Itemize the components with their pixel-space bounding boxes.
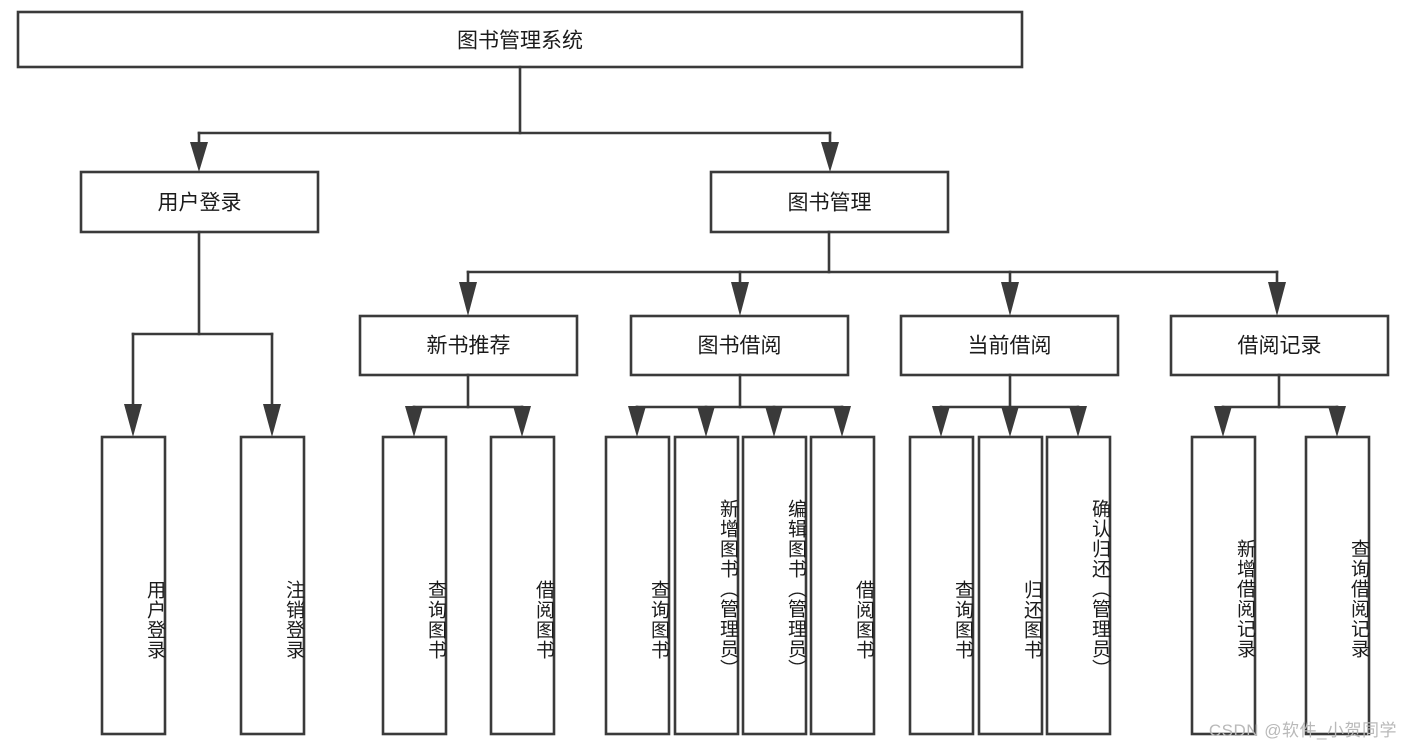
leaf-box-query-record[interactable] [1304, 435, 1371, 736]
connector-user-login-to-leaves [124, 230, 281, 437]
connector-new-book-recommend-to-leaves [405, 373, 531, 437]
leaf-box-borrow-book-2[interactable] [809, 435, 876, 736]
arrow-to-new-book-recommend [459, 282, 477, 316]
node-current-borrow[interactable]: 当前借阅 [899, 314, 1120, 377]
current-borrow-box [899, 314, 1120, 377]
leaf-box-return-book[interactable] [977, 435, 1044, 736]
user-login-box [79, 170, 320, 234]
node-book-borrow[interactable]: 图书借阅 [629, 314, 850, 377]
book-manage-label: 图书管理 [788, 192, 872, 215]
leaf-box-edit-book[interactable] [741, 435, 808, 736]
arrow-to-book-manage [821, 142, 839, 172]
arrow-to-leaf-query-record [1328, 406, 1346, 437]
node-user-login[interactable]: 用户登录 [79, 170, 320, 234]
node-book-manage[interactable]: 图书管理 [709, 170, 950, 234]
leaf-box-add-book[interactable] [673, 435, 740, 736]
new-book-recommend-box [358, 314, 579, 377]
node-new-book-recommend[interactable]: 新书推荐 [358, 314, 579, 377]
arrow-to-borrow-record [1268, 282, 1286, 316]
leaf-box-add-record[interactable] [1190, 435, 1257, 736]
leaf-box-logout-login[interactable] [239, 435, 306, 736]
arrow-to-leaf-borrow-book-2 [833, 406, 851, 437]
leaf-box-query-book-1[interactable] [381, 435, 448, 736]
connector-root-to-level1 [190, 65, 839, 172]
leaf-box-query-book-2[interactable] [604, 435, 671, 736]
leaf-box-query-book-3[interactable] [908, 435, 975, 736]
arrow-to-leaf-confirm-return [1069, 406, 1087, 437]
leaf-box-user-login[interactable] [100, 435, 167, 736]
new-book-recommend-label: 新书推荐 [427, 335, 511, 358]
arrow-to-leaf-edit-book [765, 406, 783, 437]
arrow-to-current-borrow [1001, 282, 1019, 316]
root-label: 图书管理系统 [457, 30, 583, 53]
connector-current-borrow-to-leaves [932, 373, 1087, 437]
user-login-label: 用户登录 [158, 192, 242, 215]
leaf-box-borrow-book-1[interactable] [489, 435, 556, 736]
arrow-to-leaf-logout-login [263, 404, 281, 437]
book-borrow-label: 图书借阅 [698, 335, 782, 358]
connector-book-manage-to-level2 [459, 230, 1286, 316]
connector-book-borrow-to-leaves [628, 373, 851, 437]
current-borrow-label: 当前借阅 [968, 335, 1052, 358]
arrow-to-leaf-return-book [1001, 406, 1019, 437]
root-box [16, 10, 1024, 69]
arrow-to-leaf-add-book [697, 406, 715, 437]
borrow-record-label: 借阅记录 [1238, 335, 1322, 358]
arrow-to-leaf-borrow-book-1 [513, 406, 531, 437]
arrow-to-leaf-query-book-3 [932, 406, 950, 437]
csdn-watermark: CSDN @软件_小贺同学 [1208, 721, 1397, 740]
arrow-to-leaf-query-book-1 [405, 406, 423, 437]
arrow-to-leaf-query-book-2 [628, 406, 646, 437]
arrow-to-leaf-user-login [124, 404, 142, 437]
node-root[interactable]: 图书管理系统 [16, 10, 1024, 69]
leaf-boxes-group [100, 435, 1371, 736]
arrow-to-user-login [190, 142, 208, 172]
arrow-to-leaf-add-record [1214, 406, 1232, 437]
connector-borrow-record-to-leaves [1214, 373, 1346, 437]
arrow-to-book-borrow [731, 282, 749, 316]
node-borrow-record[interactable]: 借阅记录 [1169, 314, 1390, 377]
leaf-box-confirm-return[interactable] [1045, 435, 1112, 736]
